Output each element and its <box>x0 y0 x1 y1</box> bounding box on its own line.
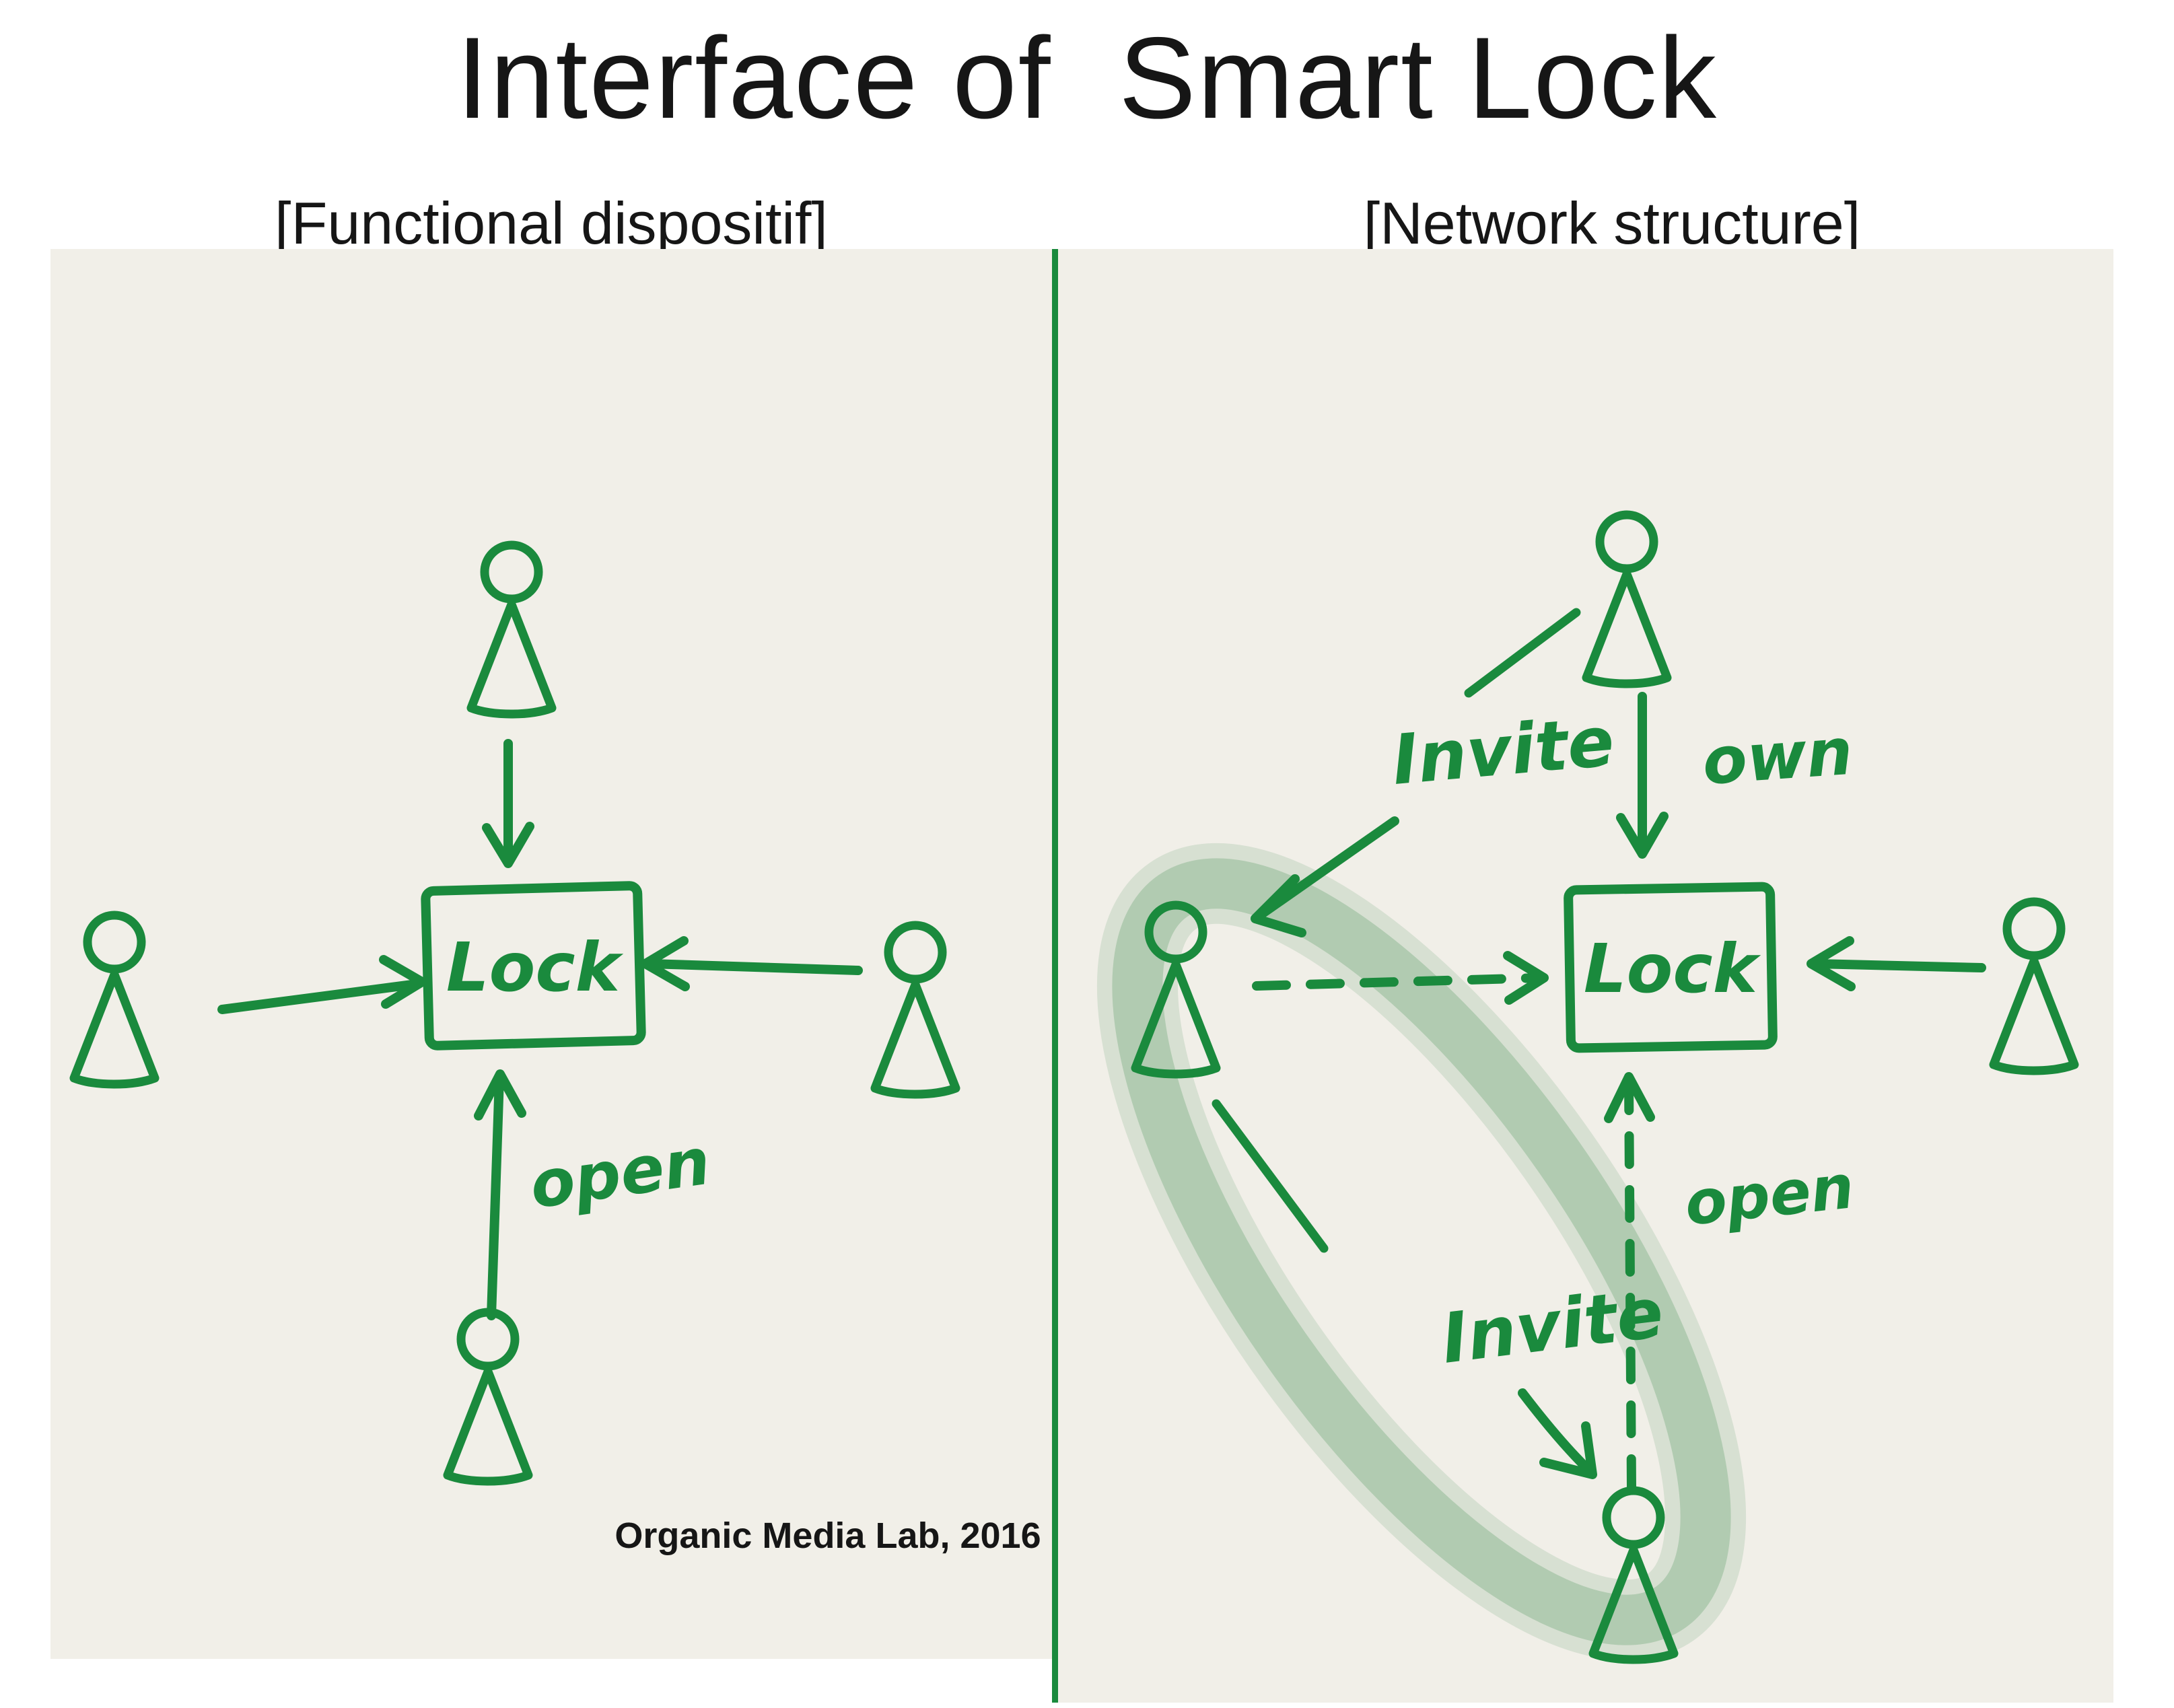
person-icon-bottom <box>448 1312 528 1481</box>
functional-diagram: Lock open Organic Media Lab, 2016 <box>50 249 1041 1556</box>
highlight-ellipse <box>1096 843 1747 1661</box>
arrow-left-to-lock <box>217 955 427 1014</box>
person-icon-left <box>74 915 155 1084</box>
credit-text: Organic Media Lab, 2016 <box>615 1516 1041 1556</box>
lock-label: Lock <box>446 928 624 1007</box>
open-label: open <box>1681 1151 1857 1240</box>
sketch-stroke-invite <box>1464 608 1581 698</box>
functional-dispositif-panel: Lock open Organic Media Lab, 2016 <box>50 249 1052 1659</box>
page-title: Interface of Smart Lock <box>456 13 1718 143</box>
arrow-dashed-left-to-lock-head <box>1503 951 1549 1005</box>
left-panel-heading: [Functional dispositif] <box>275 190 828 256</box>
invite-upper-label: Invite <box>1389 702 1617 801</box>
arrow-dashed-left-to-lock <box>1252 973 1544 991</box>
arrow-invite-lower <box>1518 1388 1597 1479</box>
right-panel-heading: [Network structure] <box>1363 190 1861 256</box>
arrow-dashed-open <box>1624 1075 1636 1492</box>
sketch-stroke-diagonal <box>1212 1099 1329 1253</box>
arrow-right-to-lock <box>1807 936 1986 991</box>
person-icon-top <box>471 545 552 714</box>
lock-box <box>1564 882 1778 1053</box>
arrow-top-to-lock <box>482 739 534 868</box>
arrow-right-to-lock <box>641 936 863 991</box>
person-icon-right <box>875 925 956 1094</box>
panel-divider <box>1052 249 1058 1703</box>
lock-box <box>421 881 646 1051</box>
arrow-own <box>1616 692 1669 859</box>
arrow-invite-upper <box>1251 816 1399 937</box>
open-label: open <box>526 1124 715 1223</box>
network-structure-panel: own Invite Lock open Invite <box>1058 249 2113 1703</box>
arrow-bottom-to-lock <box>474 1069 526 1320</box>
own-label: own <box>1700 714 1855 799</box>
lock-label: Lock <box>1584 929 1761 1008</box>
person-icon-owner <box>1586 515 1667 684</box>
person-icon-right <box>1994 902 2074 1071</box>
arrow-dashed-open-head <box>1604 1072 1655 1123</box>
network-diagram: own Invite Lock open Invite <box>1096 249 2113 1703</box>
